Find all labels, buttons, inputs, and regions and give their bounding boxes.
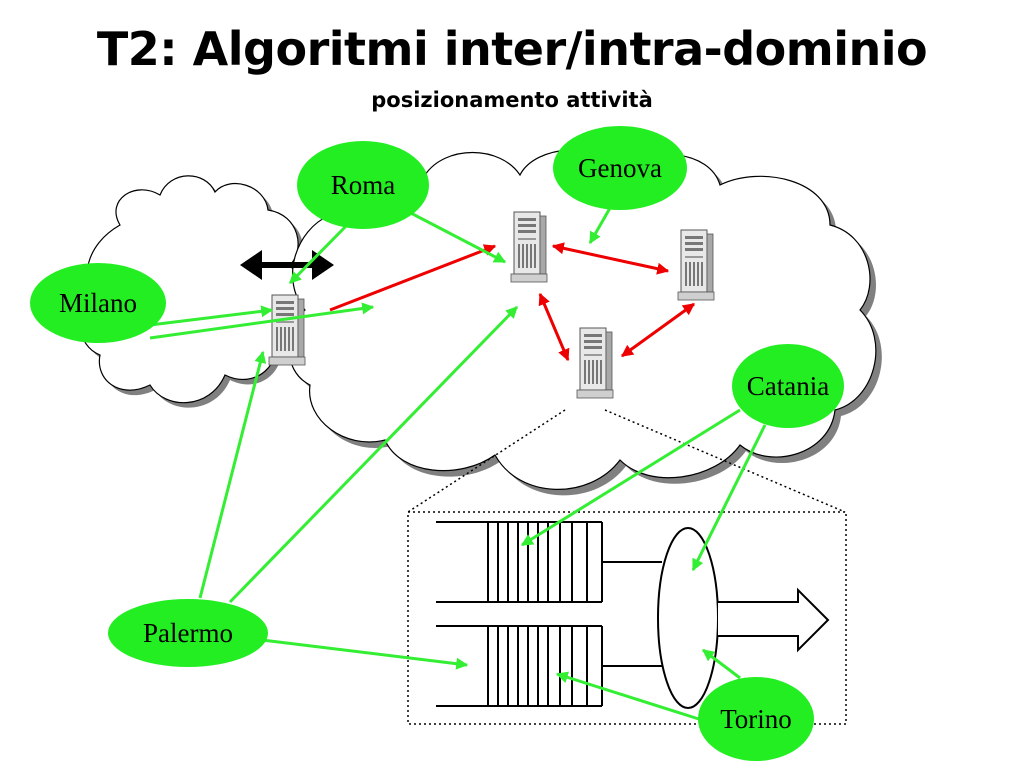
node-roma-label: Roma bbox=[331, 170, 396, 200]
red-links bbox=[329, 242, 695, 362]
queue-bottom bbox=[436, 625, 603, 707]
node-genova[interactable]: Genova bbox=[553, 126, 687, 210]
slide-subtitle: posizionamento attività bbox=[371, 88, 653, 112]
queue-top bbox=[436, 521, 603, 603]
server-roma-icon bbox=[510, 211, 548, 283]
node-catania[interactable]: Catania bbox=[732, 344, 844, 428]
server-milano-icon bbox=[268, 294, 306, 366]
node-catania-shape bbox=[732, 344, 844, 428]
node-roma-shape bbox=[297, 141, 429, 229]
node-milano[interactable]: Milano bbox=[30, 263, 166, 343]
right-domain-cloud bbox=[288, 149, 882, 496]
node-torino[interactable]: Torino bbox=[698, 677, 814, 761]
server-catania-icon bbox=[576, 327, 614, 399]
left-domain-cloud bbox=[80, 175, 306, 408]
zoom-detail-outline bbox=[407, 409, 847, 725]
slide-title: T2: Algoritmi inter/intra-dominio bbox=[96, 22, 928, 76]
green-links bbox=[149, 207, 767, 722]
node-roma[interactable]: Roma bbox=[297, 141, 429, 229]
node-genova-shape bbox=[553, 126, 687, 210]
node-milano-shape bbox=[30, 263, 166, 343]
node-catania-label: Catania bbox=[747, 371, 829, 401]
node-palermo-label: Palermo bbox=[143, 618, 233, 648]
node-palermo-shape bbox=[108, 599, 268, 667]
node-palermo[interactable]: Palermo bbox=[108, 599, 268, 667]
node-torino-shape bbox=[698, 677, 814, 761]
node-genova-label: Genova bbox=[578, 153, 662, 183]
node-milano-label: Milano bbox=[59, 288, 137, 318]
node-torino-label: Torino bbox=[720, 704, 792, 734]
scheduler bbox=[602, 527, 830, 709]
server-genova-icon bbox=[677, 229, 715, 301]
